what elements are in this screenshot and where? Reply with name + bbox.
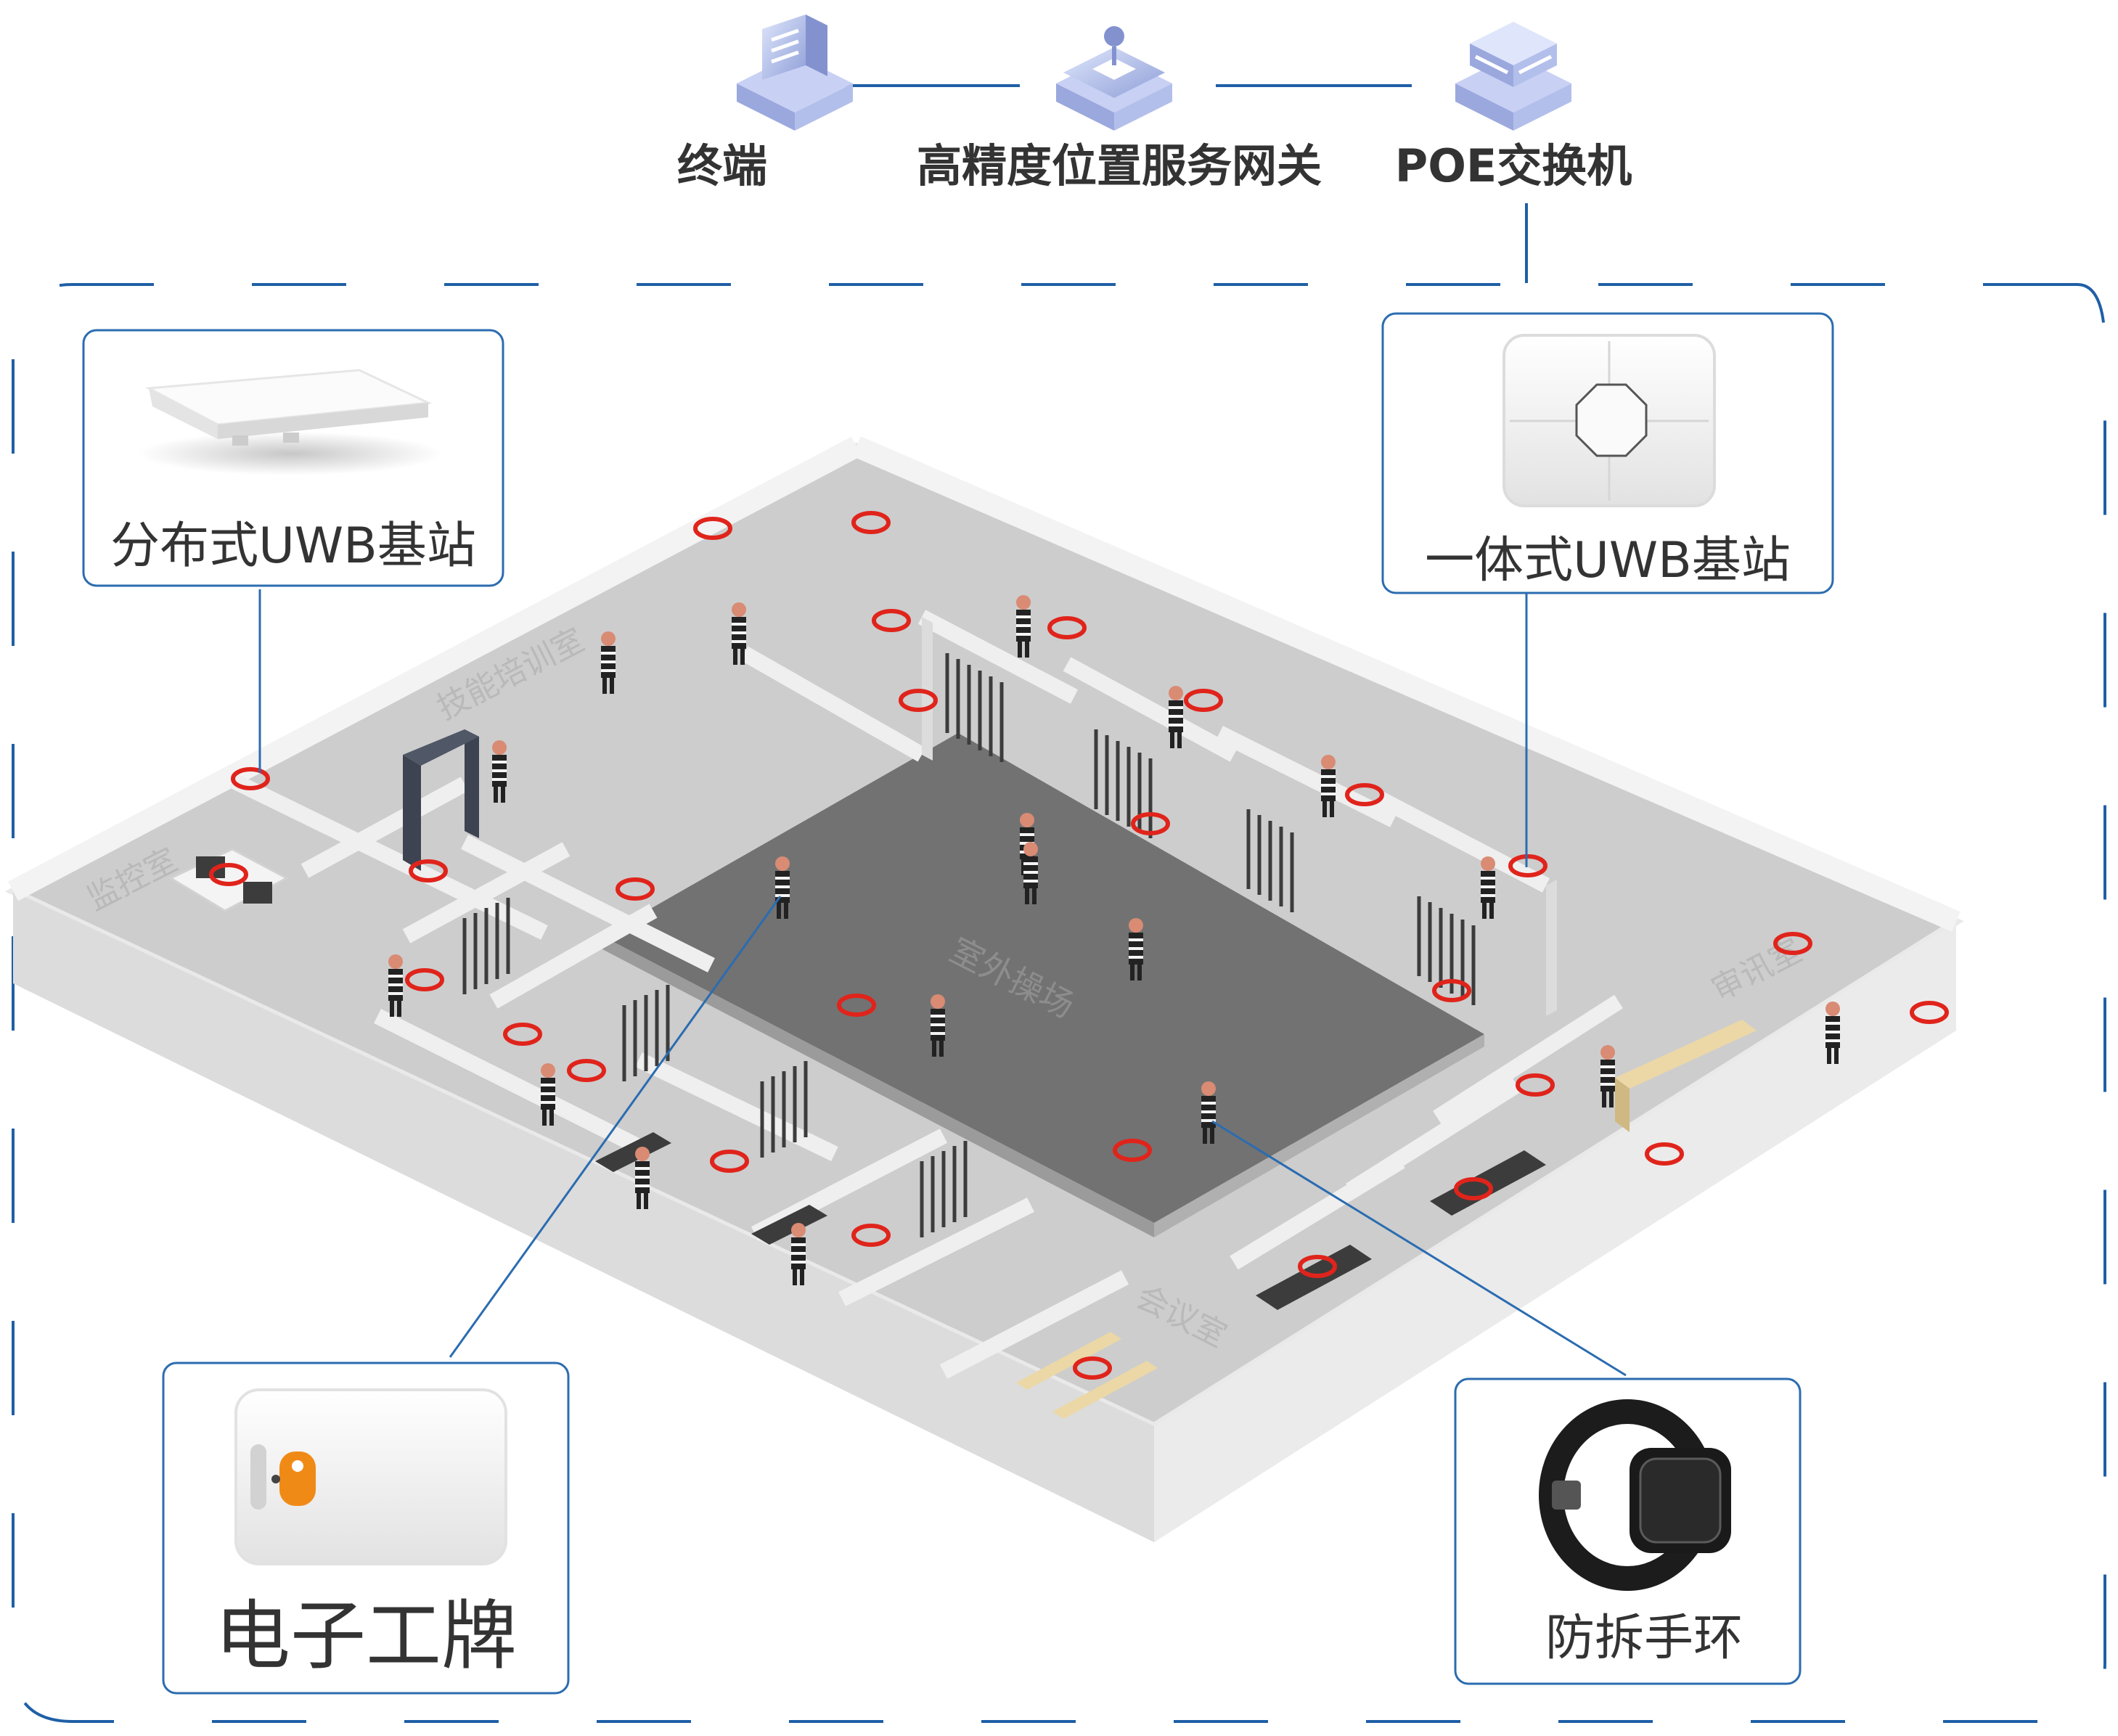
callout-wristband: 防拆手环 <box>1454 1377 1802 1685</box>
person-figure <box>1023 842 1038 904</box>
distributed-uwb-base-station-icon <box>138 369 443 475</box>
uwb-anchor-marker <box>1298 1255 1337 1278</box>
uwb-anchor-marker <box>851 511 891 534</box>
uwb-anchor-marker <box>837 994 876 1017</box>
furniture <box>168 848 1757 1419</box>
person-figure <box>1129 918 1143 980</box>
person-figure <box>1201 1081 1216 1144</box>
terminal-server-icon <box>737 15 853 131</box>
uwb-anchor-marker <box>616 877 655 901</box>
people <box>388 595 1840 1285</box>
uwb-anchor-marker <box>1432 979 1471 1002</box>
person-figure <box>732 602 746 665</box>
person-figure <box>388 954 403 1017</box>
uwb-anchor-marker <box>1345 783 1384 806</box>
person-figure <box>1169 686 1183 748</box>
top-label-gateway: 高精度位置服务网关 <box>917 139 1322 192</box>
network-boundary <box>12 283 2106 1723</box>
uwb-anchor-marker <box>1508 854 1547 877</box>
person-figure <box>1481 856 1495 919</box>
integrated-uwb-label: 一体式UWB基站 <box>1425 532 1791 589</box>
uwb-anchor-marker <box>1773 932 1812 955</box>
uwb-anchor-marker <box>405 968 444 991</box>
switch-icon <box>1455 22 1571 131</box>
callout-lines <box>258 588 1627 1377</box>
outdoor-yard <box>602 733 1484 1223</box>
wristband-label: 防拆手环 <box>1545 1610 1743 1667</box>
gateway-icon <box>1056 26 1172 131</box>
uwb-anchor-marker <box>1184 689 1223 712</box>
top-label-terminal: 终端 <box>677 139 767 192</box>
room-walls <box>229 610 1623 1379</box>
badge-label: 电子工牌 <box>215 1592 517 1680</box>
integrated-uwb-base-station-icon <box>1502 334 1716 507</box>
uwb-anchor-marker <box>409 859 448 883</box>
uwb-anchor-marker <box>1910 1001 1949 1024</box>
callout-distributed-uwb: 分布式UWB基站 <box>82 329 504 587</box>
distributed-uwb-label: 分布式UWB基站 <box>110 517 476 575</box>
top-label-switch: POE交换机 <box>1395 139 1632 192</box>
uwb-anchor-marker <box>693 517 732 540</box>
uwb-anchor-marker <box>872 609 911 632</box>
uwb-anchor-marker <box>567 1059 606 1082</box>
person-figure <box>791 1223 806 1285</box>
person-figure <box>775 856 790 919</box>
cell-bars <box>462 653 1476 1237</box>
uwb-anchor-marker <box>851 1224 891 1247</box>
floor-plan: 技能培训室 监控室 室外操场 审讯室 会议室 <box>4 436 1964 1542</box>
callout-integrated-uwb: 一体式UWB基站 <box>1381 312 1834 594</box>
uwb-anchor-marker <box>231 767 270 790</box>
callout-badge: 电子工牌 <box>162 1362 570 1695</box>
uwb-anchor-marker <box>1516 1073 1555 1097</box>
person-figure <box>1825 1002 1840 1064</box>
uwb-anchor-marker <box>899 689 938 712</box>
uwb-anchor-marker <box>1131 812 1170 835</box>
person-figure <box>601 631 616 694</box>
person-figure <box>541 1063 555 1126</box>
person-figure <box>635 1147 650 1209</box>
uwb-anchor-marker <box>710 1150 749 1173</box>
uwb-anchor-marker <box>209 863 248 886</box>
uwb-anchor-marker <box>1454 1177 1493 1200</box>
security-gate <box>403 729 479 871</box>
uwb-anchor-marker <box>1073 1356 1112 1380</box>
person-figure <box>1600 1045 1615 1107</box>
network-chain: 终端 高精度位置服务网关 POE交换机 <box>677 15 1632 283</box>
uwb-anchor-marker <box>1113 1139 1152 1162</box>
uwb-anchors <box>209 511 1949 1380</box>
person-figure <box>492 740 507 803</box>
tamper-proof-wristband-icon <box>1539 1399 1731 1591</box>
person-figure <box>1016 595 1031 658</box>
uwb-anchor-marker <box>503 1023 542 1046</box>
electronic-badge-icon <box>234 1388 507 1565</box>
person-figure <box>931 994 945 1057</box>
person-figure <box>1321 755 1336 817</box>
uwb-anchor-marker <box>1047 616 1087 639</box>
uwb-anchor-marker <box>1645 1142 1684 1166</box>
